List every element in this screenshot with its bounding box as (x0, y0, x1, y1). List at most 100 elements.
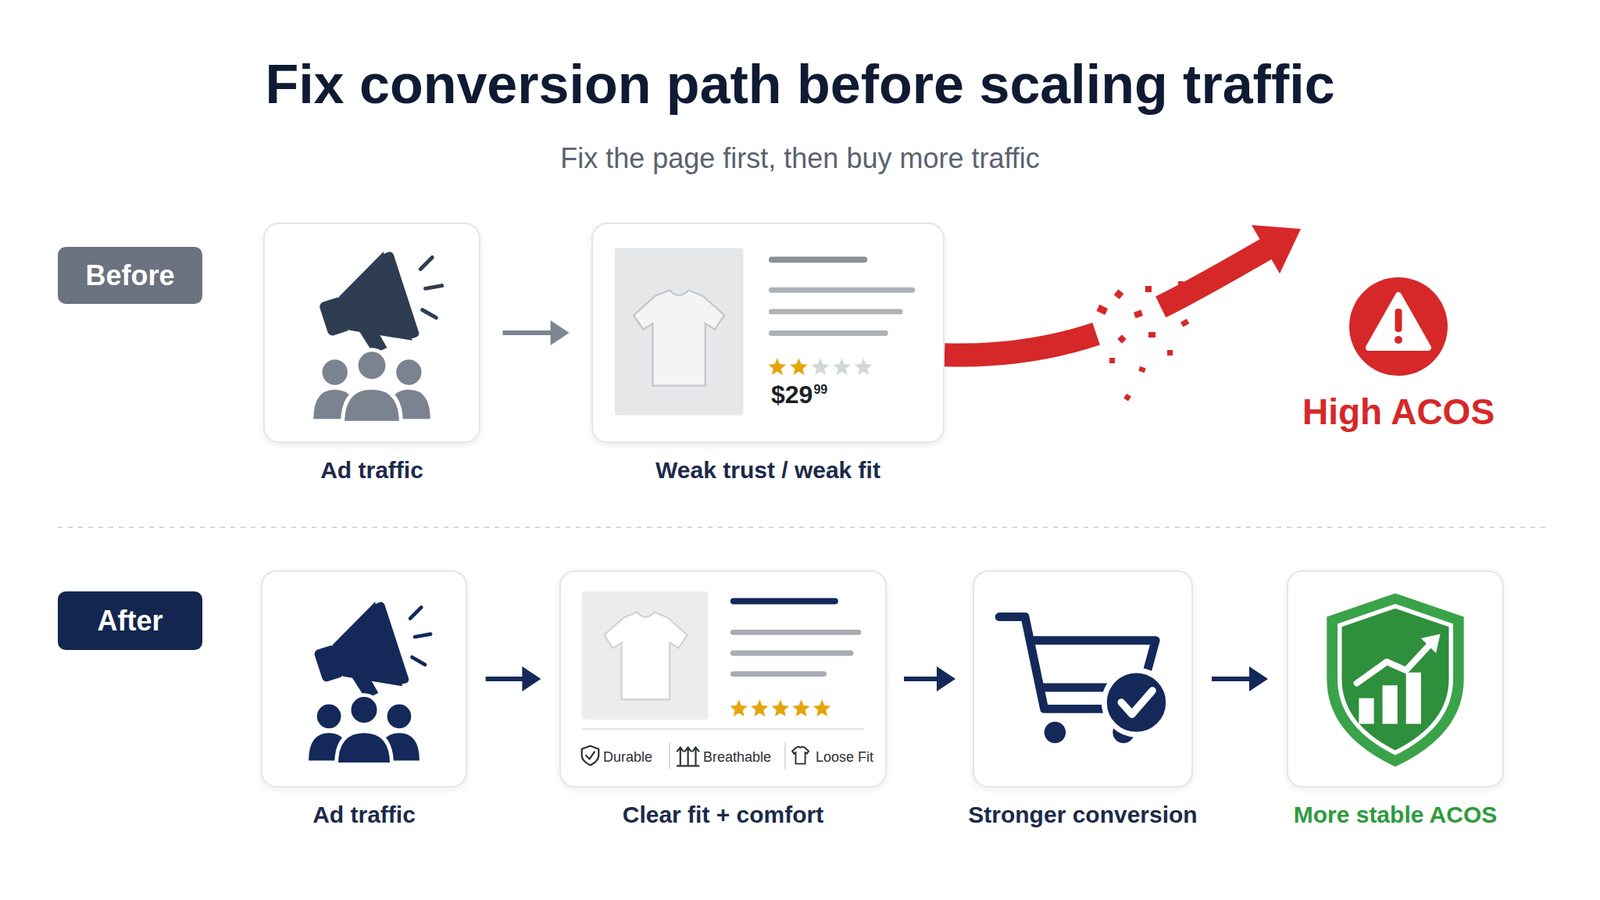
particle (1117, 334, 1126, 343)
connector (485, 666, 542, 692)
person-head (317, 704, 342, 729)
particle (1180, 318, 1190, 328)
text-line (768, 308, 904, 315)
node-illustration (1288, 571, 1503, 786)
badge-label: Before (85, 259, 175, 293)
rating-star (750, 700, 768, 717)
person-head (321, 359, 347, 385)
section-divider (57, 526, 1546, 529)
tshirt-image (603, 611, 687, 700)
person-head (396, 359, 422, 385)
check-badge (1103, 670, 1168, 735)
arrow-stem (687, 748, 690, 765)
particle (1138, 366, 1147, 373)
connector (944, 225, 1301, 356)
feature-separator (784, 742, 786, 770)
arrow-head (550, 320, 570, 346)
arrow-stem (694, 748, 697, 765)
traffic-box: Ad traffic (263, 222, 481, 443)
price: $2999 (771, 380, 828, 410)
sound-line (411, 657, 425, 665)
arrow-tip (685, 747, 692, 752)
rating-star (768, 358, 786, 375)
arrow-tip (692, 747, 700, 752)
rating-star (832, 358, 850, 375)
node-caption: Clear fit + comfort (622, 801, 825, 829)
warning-node: High ACOS (1292, 222, 1504, 446)
feature-divider (582, 728, 865, 730)
arrow-head (1251, 225, 1301, 274)
feature-label: Loose Fit (815, 749, 874, 766)
rating-star (854, 358, 872, 375)
title-line (768, 256, 868, 263)
node-caption: Ad traffic (312, 801, 416, 829)
tshirt-image (633, 289, 725, 386)
tshirt-icon (792, 746, 809, 765)
sound-line (422, 310, 436, 318)
connector (502, 320, 569, 346)
arrow-base (677, 764, 700, 767)
feature-label: Breathable (703, 749, 772, 766)
check-mark (1121, 690, 1153, 715)
flow-arrow (502, 330, 555, 336)
node-illustration (974, 571, 1192, 786)
connector (903, 666, 956, 692)
trend-head (1421, 633, 1441, 654)
arrow-head (1249, 666, 1268, 692)
text-line (730, 629, 862, 636)
node-caption: More stable ACOS (1293, 801, 1498, 829)
arrow-stem (679, 748, 682, 765)
sound-line (410, 607, 422, 618)
check-mark (585, 751, 596, 760)
text-line (730, 671, 827, 677)
shield-box: More stable ACOS (1286, 570, 1504, 788)
rating-star (729, 700, 747, 717)
traffic-box: Ad traffic (260, 570, 468, 788)
node-illustration (262, 571, 466, 786)
person-head (356, 350, 388, 382)
sound-lines (410, 607, 431, 665)
person-body (342, 387, 402, 423)
particle (1148, 332, 1156, 338)
feature-separator (668, 742, 671, 770)
warning-circle (1349, 277, 1448, 376)
badge-label: After (96, 604, 163, 638)
exclamation-dot (1394, 335, 1403, 344)
feature-label: Durable (603, 749, 653, 766)
title-text: Fix conversion path before scaling traff… (0, 53, 1600, 116)
megaphone-icon (304, 599, 411, 711)
flow-arrow (1211, 676, 1254, 682)
particle (1167, 350, 1173, 356)
rating-star (792, 700, 810, 717)
after-badge: After (57, 591, 203, 650)
rating-star (811, 358, 829, 375)
rating-star (813, 700, 831, 717)
megaphone-mouth (382, 250, 420, 340)
chart-bar (1382, 685, 1398, 724)
rating-star (771, 700, 790, 717)
connector (1211, 666, 1268, 692)
durable-icon (582, 746, 600, 766)
price-cents: 99 (813, 382, 828, 397)
particle (1114, 289, 1125, 300)
arrow-head (521, 666, 541, 692)
megaphone-mouth (374, 600, 411, 685)
person-head (349, 695, 379, 725)
person-body (336, 731, 393, 765)
rating-star (789, 358, 808, 375)
people-icon (313, 350, 430, 423)
text-line (768, 330, 889, 336)
product-card: $2999Weak trust / weak fit (591, 222, 945, 443)
person-head (387, 704, 412, 729)
chart-bar (1406, 672, 1422, 725)
cart-box: Stronger conversion (972, 570, 1193, 788)
sound-line (420, 257, 433, 269)
title-line (730, 598, 839, 605)
particle (1133, 310, 1143, 319)
before-badge: Before (57, 246, 203, 304)
text-line (768, 287, 915, 293)
arrow-head (936, 666, 956, 692)
product-photo (582, 591, 709, 721)
